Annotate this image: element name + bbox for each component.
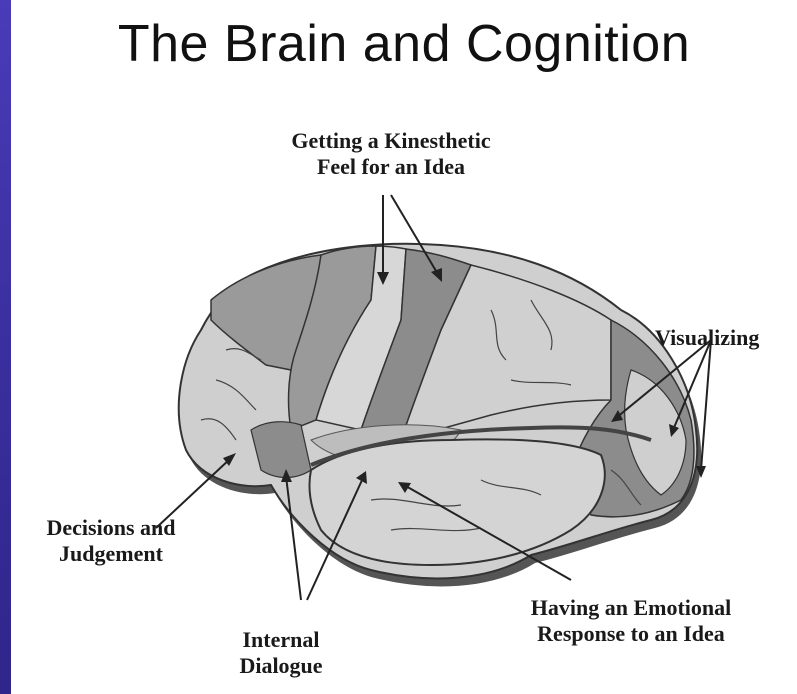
sylvian-fissure (310, 425, 652, 467)
occipital-light-patch (624, 369, 687, 496)
label-decisions: Decisions and Judgement (11, 515, 211, 567)
annotation-arrows (155, 194, 712, 601)
label-kinesthetic-line1: Getting a Kinesthetic (291, 128, 491, 153)
content-panel: The Brain and Cognition (11, 0, 797, 694)
temporal-lobe (308, 438, 606, 567)
label-emotional: Having an Emotional Response to an Idea (481, 595, 781, 647)
label-kinesthetic: Getting a Kinesthetic Feel for an Idea (231, 128, 551, 180)
label-emotional-line1: Having an Emotional (530, 595, 732, 620)
label-decisions-line1: Decisions and (46, 515, 176, 540)
label-kinesthetic-line2: Feel for an Idea (316, 154, 466, 179)
label-decisions-line2: Judgement (59, 541, 163, 566)
label-emotional-line2: Response to an Idea (537, 621, 725, 646)
gyri-lines (200, 299, 642, 532)
label-internal-line2: Dialogue (239, 653, 323, 678)
label-visualizing: Visualizing (655, 325, 760, 350)
arrowheads (223, 268, 706, 493)
label-internal-line1: Internal (242, 627, 320, 652)
slide-title: The Brain and Cognition (117, 15, 691, 73)
parietal-light-region (399, 264, 612, 442)
brain-diagram (155, 194, 712, 601)
label-internal-dialogue: Internal Dialogue (211, 627, 351, 679)
